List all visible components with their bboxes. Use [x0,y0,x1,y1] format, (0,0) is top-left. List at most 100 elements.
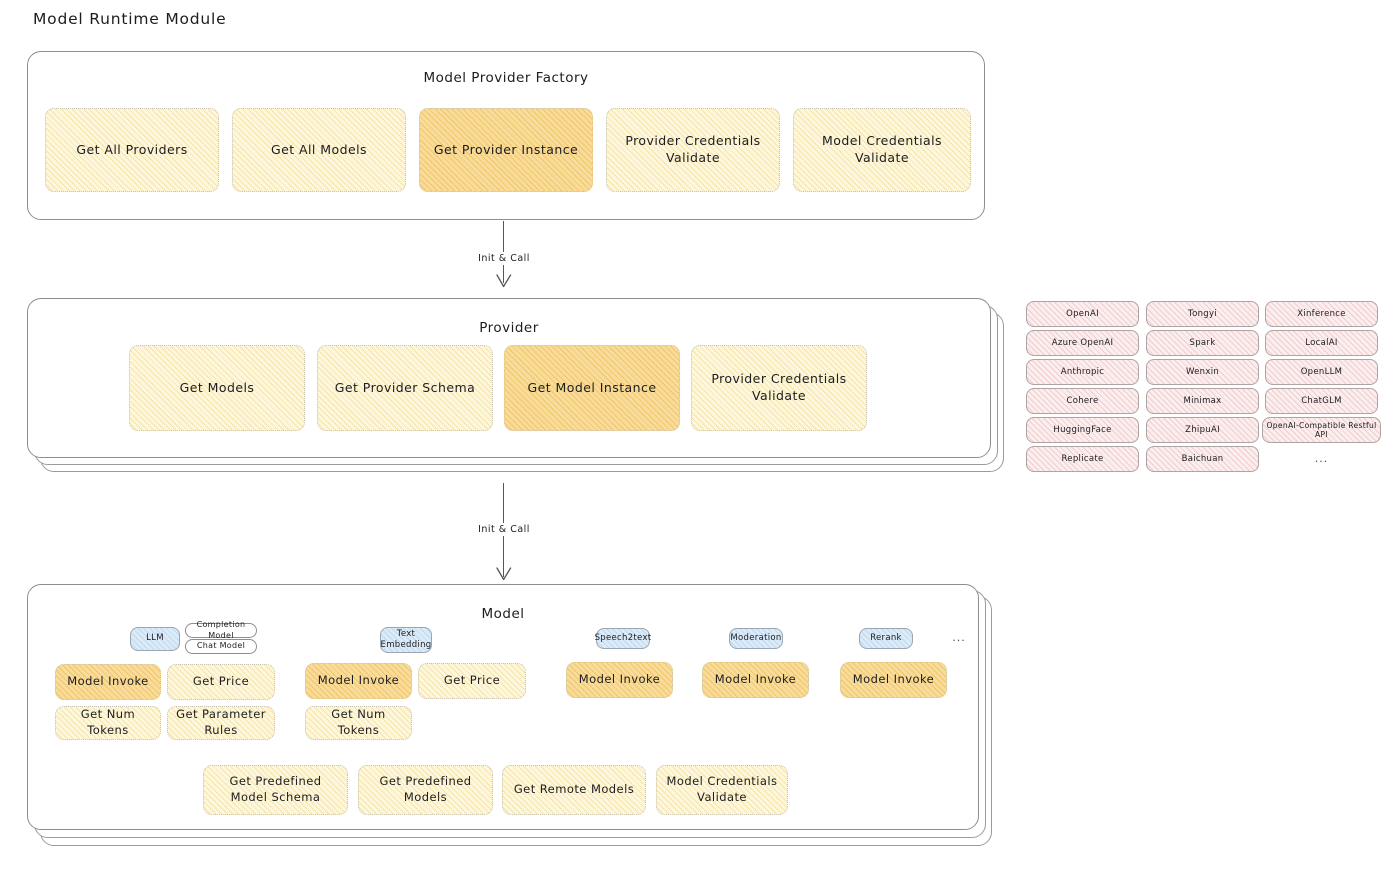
model-provider-factory-title: Model Provider Factory [423,70,589,86]
provider-pill-label: Cohere [1066,396,1099,406]
factory-item-label: Get All Models [270,141,368,157]
text-embedding-method-get-num-tokens[interactable]: Get Num Tokens [305,706,412,740]
model-type-label: Rerank [870,632,902,643]
provider-pill-label: ChatGLM [1301,396,1342,406]
provider-pill-label: Wenxin [1185,367,1220,377]
provider-pill-cohere[interactable]: Cohere [1026,388,1139,414]
method-label: Get Parameter Rules [176,707,266,737]
provider-pill-label: Azure OpenAI [1051,338,1114,348]
method-label: Get Price [192,674,250,689]
provider-pill-wenxin[interactable]: Wenxin [1146,359,1259,385]
model-common-method-get-remote-models[interactable]: Get Remote Models [502,765,646,815]
method-label: Get Predefined Model Schema [229,774,322,804]
connector-1-label: Init & Call [465,252,543,265]
text-embedding-method-get-price[interactable]: Get Price [418,663,526,699]
model-type-label: Speech2text [594,632,652,643]
model-type-pill-llm[interactable]: LLM [130,627,180,651]
method-label: Get Num Tokens [331,707,386,737]
method-label: Model Credentials Validate [666,774,778,804]
model-types-more: ... [952,631,966,644]
model-subtype-pill-chat-model[interactable]: Chat Model [185,639,257,654]
provider-item-get-provider-schema[interactable]: Get Provider Schema [317,345,493,431]
model-type-pill-text-embedding[interactable]: Text Embedding [380,627,432,653]
connector-2-arrowhead [496,567,512,581]
provider-pill-xinference[interactable]: Xinference [1265,301,1378,327]
provider-pill-openai-compatible-restful-api[interactable]: OpenAI-Compatible Restful API [1262,417,1381,443]
provider-pill-tongyi[interactable]: Tongyi [1146,301,1259,327]
llm-method-get-price[interactable]: Get Price [167,664,275,700]
provider-pill-label: Tongyi [1188,309,1217,319]
moderation-method-model-invoke[interactable]: Model Invoke [702,662,809,698]
method-label: Model Invoke [852,672,935,687]
factory-item-get-all-models[interactable]: Get All Models [232,108,406,192]
provider-list-more: ... [1314,452,1329,465]
method-label: Get Remote Models [513,782,635,797]
factory-item-label: Provider Credentials Validate [625,133,761,165]
method-label: Get Price [443,673,501,688]
provider-pill-label: Spark [1189,338,1216,348]
provider-item-label: Get Models [179,379,255,395]
provider-item-label: Provider Credentials Validate [711,371,847,403]
provider-pill-label: OpenAI [1066,309,1099,319]
method-label: Get Num Tokens [80,707,136,737]
model-type-pill-moderation[interactable]: Moderation [729,628,783,649]
provider-pill-localai[interactable]: LocalAI [1265,330,1378,356]
model-type-label: LLM [146,633,164,644]
factory-item-get-provider-instance[interactable]: Get Provider Instance [419,108,593,192]
provider-pill-label: LocalAI [1305,338,1338,348]
method-label: Model Invoke [317,673,400,688]
provider-pill-huggingface[interactable]: HuggingFace [1026,417,1139,443]
method-label: Model Invoke [578,672,661,687]
provider-pill-minimax[interactable]: Minimax [1146,388,1259,414]
connector-1-arrowhead [496,274,512,288]
provider-item-get-model-instance[interactable]: Get Model Instance [504,345,680,431]
model-type-label: Moderation [730,632,782,643]
speech2text-method-model-invoke[interactable]: Model Invoke [566,662,673,698]
connector-2-label: Init & Call [465,523,543,536]
factory-item-get-all-providers[interactable]: Get All Providers [45,108,219,192]
model-subtype-label: Completion Model [196,620,246,640]
factory-item-label: Get All Providers [76,141,188,157]
model-common-method-get-predefined-models[interactable]: Get Predefined Models [358,765,493,815]
provider-pill-label: Xinference [1297,309,1346,319]
model-common-method-model-credentials-validate[interactable]: Model Credentials Validate [656,765,788,815]
provider-pill-anthropic[interactable]: Anthropic [1026,359,1139,385]
provider-pill-label: ZhipuAI [1185,425,1220,435]
llm-method-model-invoke[interactable]: Model Invoke [55,664,161,700]
provider-title: Provider [479,320,539,336]
provider-pill-label: HuggingFace [1053,425,1112,435]
factory-item-provider-credentials-validate[interactable]: Provider Credentials Validate [606,108,780,192]
provider-pill-zhipuai[interactable]: ZhipuAI [1146,417,1259,443]
provider-pill-openllm[interactable]: OpenLLM [1265,359,1378,385]
provider-item-provider-credentials-validate[interactable]: Provider Credentials Validate [691,345,867,431]
model-subtype-pill-completion-model[interactable]: Completion Model [185,620,257,640]
llm-method-get-num-tokens[interactable]: Get Num Tokens [55,706,161,740]
provider-pill-label: OpenLLM [1300,367,1343,377]
rerank-method-model-invoke[interactable]: Model Invoke [840,662,947,698]
model-type-pill-rerank[interactable]: Rerank [859,628,913,649]
provider-item-label: Get Model Instance [527,379,657,395]
method-label: Model Invoke [714,672,797,687]
llm-method-get-parameter-rules[interactable]: Get Parameter Rules [167,706,275,740]
text-embedding-method-model-invoke[interactable]: Model Invoke [305,663,412,699]
model-subtype-label: Chat Model [196,641,246,651]
factory-item-model-credentials-validate[interactable]: Model Credentials Validate [793,108,971,192]
factory-item-label: Get Provider Instance [433,141,579,157]
provider-pill-openai[interactable]: OpenAI [1026,301,1139,327]
provider-pill-label: Replicate [1061,454,1104,464]
page-title: Model Runtime Module [33,10,227,28]
method-label: Get Predefined Models [379,774,472,804]
model-type-label: Text Embedding [380,628,432,650]
provider-pill-azure-openai[interactable]: Azure OpenAI [1026,330,1139,356]
provider-pill-replicate[interactable]: Replicate [1026,446,1139,472]
model-type-pill-speech2text[interactable]: Speech2text [594,628,652,649]
provider-item-get-models[interactable]: Get Models [129,345,305,431]
provider-pill-chatglm[interactable]: ChatGLM [1265,388,1378,414]
provider-item-label: Get Provider Schema [334,379,476,395]
model-common-method-get-predefined-model-schema[interactable]: Get Predefined Model Schema [203,765,348,815]
provider-pill-label: OpenAI-Compatible Restful API [1266,421,1377,439]
provider-pill-label: Anthropic [1060,367,1105,377]
provider-pill-baichuan[interactable]: Baichuan [1146,446,1259,472]
provider-pill-spark[interactable]: Spark [1146,330,1259,356]
